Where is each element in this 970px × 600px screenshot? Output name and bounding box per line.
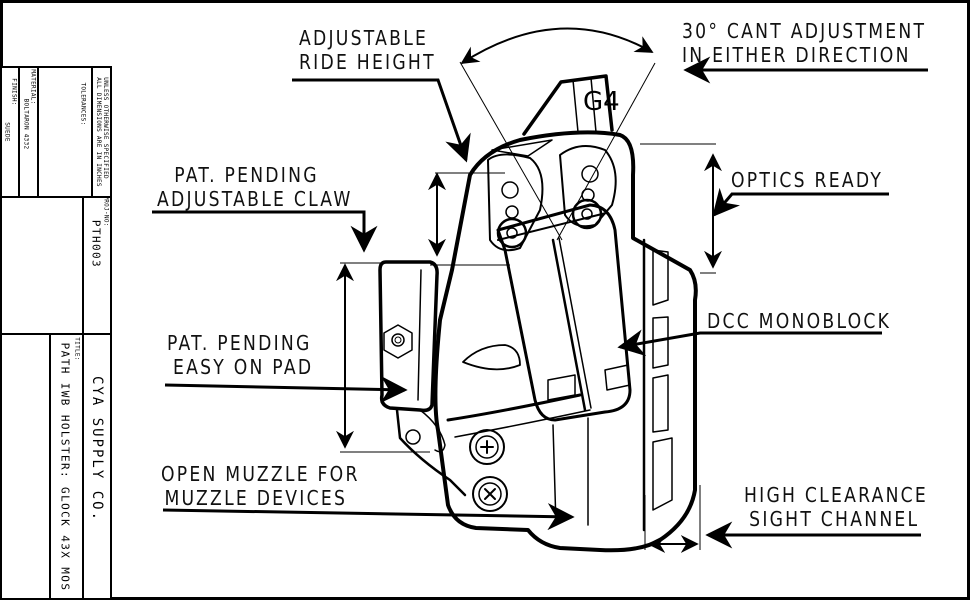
callout-cant-line2: IN EITHER DIRECTION xyxy=(682,43,911,67)
leader-claw xyxy=(152,210,378,253)
callout-ride-height-line2: RIDE HEIGHT xyxy=(299,50,436,74)
slide-marking: G4 xyxy=(583,87,620,117)
claw-plate xyxy=(487,153,544,252)
callout-claw: PAT. PENDING ADJUSTABLE CLAW xyxy=(157,163,353,211)
callout-optics-line1: OPTICS READY xyxy=(731,168,884,192)
callout-ride-height: ADJUSTABLE RIDE HEIGHT xyxy=(299,26,436,74)
callout-sight-line2: SIGHT CHANNEL xyxy=(749,507,920,531)
leader-pad xyxy=(164,375,408,403)
callout-claw-line2: ADJUSTABLE CLAW xyxy=(157,187,353,211)
slide-rear xyxy=(522,74,614,136)
callout-claw-line1: PAT. PENDING xyxy=(174,163,319,187)
callout-ride-height-line1: ADJUSTABLE xyxy=(299,26,429,50)
shell-outline xyxy=(433,130,698,553)
cant-arc xyxy=(460,27,654,64)
callout-muzzle-line1: OPEN MUZZLE FOR xyxy=(161,462,360,486)
claw-plate-right xyxy=(559,145,617,228)
callout-pad: PAT. PENDING EASY ON PAD xyxy=(167,331,313,379)
leader-monoblock xyxy=(617,329,882,357)
leader-lines xyxy=(152,56,928,549)
callout-cant: 30° CANT ADJUSTMENT IN EITHER DIRECTION xyxy=(682,19,926,67)
callout-muzzle: OPEN MUZZLE FOR MUZZLE DEVICES xyxy=(161,462,360,510)
callout-monoblock: DCC MONOBLOCK xyxy=(707,309,891,333)
monoblock-clip xyxy=(496,203,632,422)
callout-monoblock-line1: DCC MONOBLOCK xyxy=(707,309,892,333)
callout-cant-line1: 30° CANT ADJUSTMENT xyxy=(682,19,927,43)
leader-muzzle xyxy=(162,503,575,531)
company-cell: CYA SUPPLY CO. xyxy=(82,333,112,600)
callout-pad-line1: PAT. PENDING xyxy=(167,331,312,355)
dimension-lines xyxy=(336,27,722,553)
holster-body: G4 xyxy=(378,74,698,553)
callout-sight-line1: HIGH CLEARANCE xyxy=(744,483,929,507)
callout-pad-line2: EASY ON PAD xyxy=(173,355,314,379)
callout-optics: OPTICS READY xyxy=(731,168,883,192)
leader-optics xyxy=(712,187,889,218)
leader-ride-height xyxy=(292,78,471,163)
callout-sight: HIGH CLEARANCE SIGHT CHANNEL xyxy=(744,483,928,531)
callout-muzzle-line2: MUZZLE DEVICES xyxy=(164,486,348,510)
